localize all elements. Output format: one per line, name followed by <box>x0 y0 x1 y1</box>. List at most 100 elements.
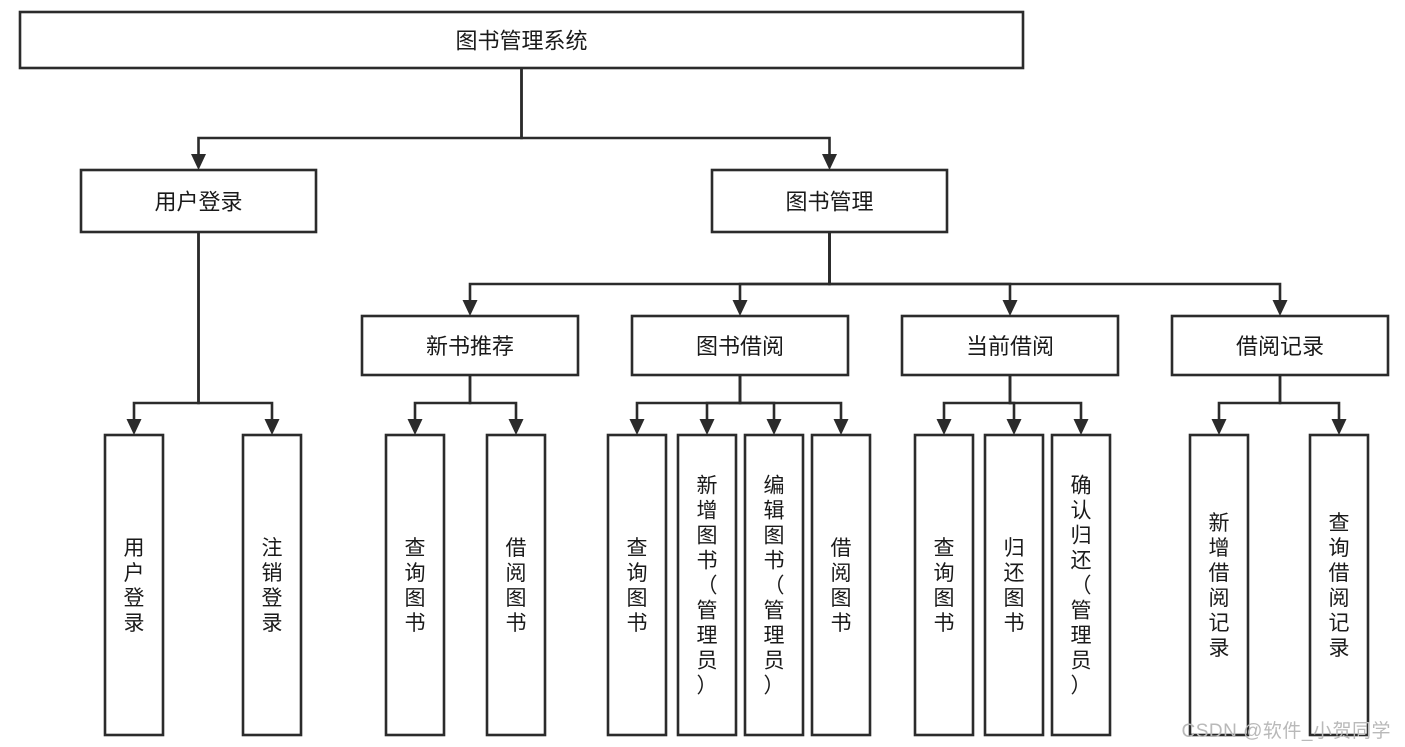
arrow-head-icon <box>629 419 645 435</box>
node-leaf-leaf-return-book[interactable]: 归还图书 <box>983 433 1045 737</box>
edge-line <box>132 230 200 421</box>
node-leaf-leaf-logout[interactable]: 注销登录 <box>241 433 303 737</box>
arrow-head-icon <box>1006 419 1022 435</box>
node-box <box>360 314 580 377</box>
arrow-head-icon <box>1002 300 1018 316</box>
node-leaf-leaf-user-login[interactable]: 用户登录 <box>103 433 165 737</box>
edge-line <box>828 230 1012 302</box>
arrow-head-icon <box>462 300 478 316</box>
edge-new-book-rec-to-leaf-borrow-book-rec <box>468 373 524 435</box>
edge-book-manage-to-current-borrow <box>828 230 1018 316</box>
node-root-root[interactable]: 图书管理系统 <box>18 10 1025 70</box>
node-label: 图书管理 <box>785 190 873 215</box>
arrow-head-icon <box>1073 419 1089 435</box>
node-leaf-leaf-borrow-book-bb[interactable]: 借阅图书 <box>810 433 872 737</box>
arrow-head-icon <box>1211 419 1227 435</box>
node-label: 当前借阅 <box>966 334 1054 359</box>
node-leaf-leaf-add-book[interactable]: 新增图书（管理员） <box>676 433 738 737</box>
edge-borrow-record-to-leaf-add-record <box>1211 373 1282 435</box>
node-leaf-leaf-confirm-return[interactable]: 确认归还（管理员） <box>1050 433 1112 737</box>
edge-line <box>468 230 831 302</box>
node-label: 查询图书 <box>934 537 955 635</box>
edge-line <box>468 373 518 421</box>
node-leaf-leaf-add-record[interactable]: 新增借阅记录 <box>1188 433 1250 737</box>
node-box <box>743 433 805 737</box>
edge-line <box>1217 373 1282 421</box>
node-leaf-leaf-borrow-book-rec[interactable]: 借阅图书 <box>485 433 547 737</box>
node-label: 借阅记录 <box>1236 334 1324 359</box>
node-box <box>18 10 1025 70</box>
node-box <box>606 433 668 737</box>
edge-book-manage-to-book-borrow <box>732 230 831 316</box>
node-label: 归还图书 <box>1004 537 1025 635</box>
edge-line <box>1278 373 1341 421</box>
node-box <box>913 433 975 737</box>
nodes-layer: 图书管理系统用户登录图书管理新书推荐图书借阅当前借阅借阅记录用户登录注销登录查询… <box>18 10 1390 737</box>
node-leaf-leaf-query-book-bb[interactable]: 查询图书 <box>606 433 668 737</box>
edges-layer <box>126 66 1347 435</box>
node-label: 确认归还（管理员） <box>1071 475 1092 698</box>
arrow-head-icon <box>407 419 423 435</box>
arrow-head-icon <box>508 419 524 435</box>
edge-root-to-user-login <box>191 66 523 170</box>
edge-line <box>197 66 523 156</box>
node-box <box>676 433 738 737</box>
edge-line <box>413 373 472 421</box>
node-label: 借阅图书 <box>506 537 527 635</box>
arrow-head-icon <box>191 154 206 170</box>
node-level2-borrow-record[interactable]: 借阅记录 <box>1170 314 1390 377</box>
node-box <box>900 314 1120 377</box>
node-level1-user-login[interactable]: 用户登录 <box>79 168 318 234</box>
node-label: 用户登录 <box>124 537 145 635</box>
node-label: 查询借阅记录 <box>1329 512 1350 660</box>
edge-borrow-record-to-leaf-query-record <box>1278 373 1347 435</box>
node-box <box>103 433 165 737</box>
node-level2-current-borrow[interactable]: 当前借阅 <box>900 314 1120 377</box>
node-label: 新增图书（管理员） <box>697 475 718 698</box>
edge-line <box>738 373 776 421</box>
edge-line <box>197 230 274 421</box>
node-label: 注销登录 <box>262 537 283 635</box>
node-label: 编辑图书（管理员） <box>764 475 785 698</box>
edge-book-borrow-to-leaf-borrow-book-bb <box>738 373 849 435</box>
edge-line <box>520 66 831 156</box>
node-label: 查询图书 <box>627 537 648 635</box>
node-leaf-leaf-query-record[interactable]: 查询借阅记录 <box>1308 433 1370 737</box>
arrow-head-icon <box>936 419 952 435</box>
node-box <box>1308 433 1370 737</box>
node-leaf-leaf-query-book-cb[interactable]: 查询图书 <box>913 433 975 737</box>
arrow-head-icon <box>1331 419 1347 435</box>
arrow-head-icon <box>264 419 280 435</box>
edge-line <box>738 230 831 302</box>
edge-line <box>942 373 1012 421</box>
node-box <box>1188 433 1250 737</box>
node-leaf-leaf-query-book-rec[interactable]: 查询图书 <box>384 433 446 737</box>
node-box <box>710 168 949 234</box>
node-label: 新增借阅记录 <box>1209 512 1230 660</box>
edge-new-book-rec-to-leaf-query-book-rec <box>407 373 472 435</box>
arrow-head-icon <box>822 154 837 170</box>
node-box <box>983 433 1045 737</box>
arrow-head-icon <box>126 419 142 435</box>
arrow-head-icon <box>732 300 748 316</box>
node-leaf-leaf-edit-book[interactable]: 编辑图书（管理员） <box>743 433 805 737</box>
node-label: 查询图书 <box>405 537 426 635</box>
edge-current-borrow-to-leaf-confirm-return <box>1008 373 1089 435</box>
edge-current-borrow-to-leaf-query-book-cb <box>936 373 1012 435</box>
node-label: 借阅图书 <box>831 537 852 635</box>
node-box <box>630 314 850 377</box>
node-level2-new-book-rec[interactable]: 新书推荐 <box>360 314 580 377</box>
arrow-head-icon <box>766 419 782 435</box>
node-level1-book-manage[interactable]: 图书管理 <box>710 168 949 234</box>
edge-line <box>828 230 1282 302</box>
edge-book-borrow-to-leaf-add-book <box>699 373 742 435</box>
node-label: 图书管理系统 <box>455 29 587 54</box>
edge-user-login-to-leaf-user-login <box>126 230 200 435</box>
node-box <box>79 168 318 234</box>
edge-book-borrow-to-leaf-edit-book <box>738 373 782 435</box>
arrow-head-icon <box>699 419 715 435</box>
node-level2-book-borrow[interactable]: 图书借阅 <box>630 314 850 377</box>
node-label: 用户登录 <box>154 190 242 215</box>
node-box <box>1170 314 1390 377</box>
